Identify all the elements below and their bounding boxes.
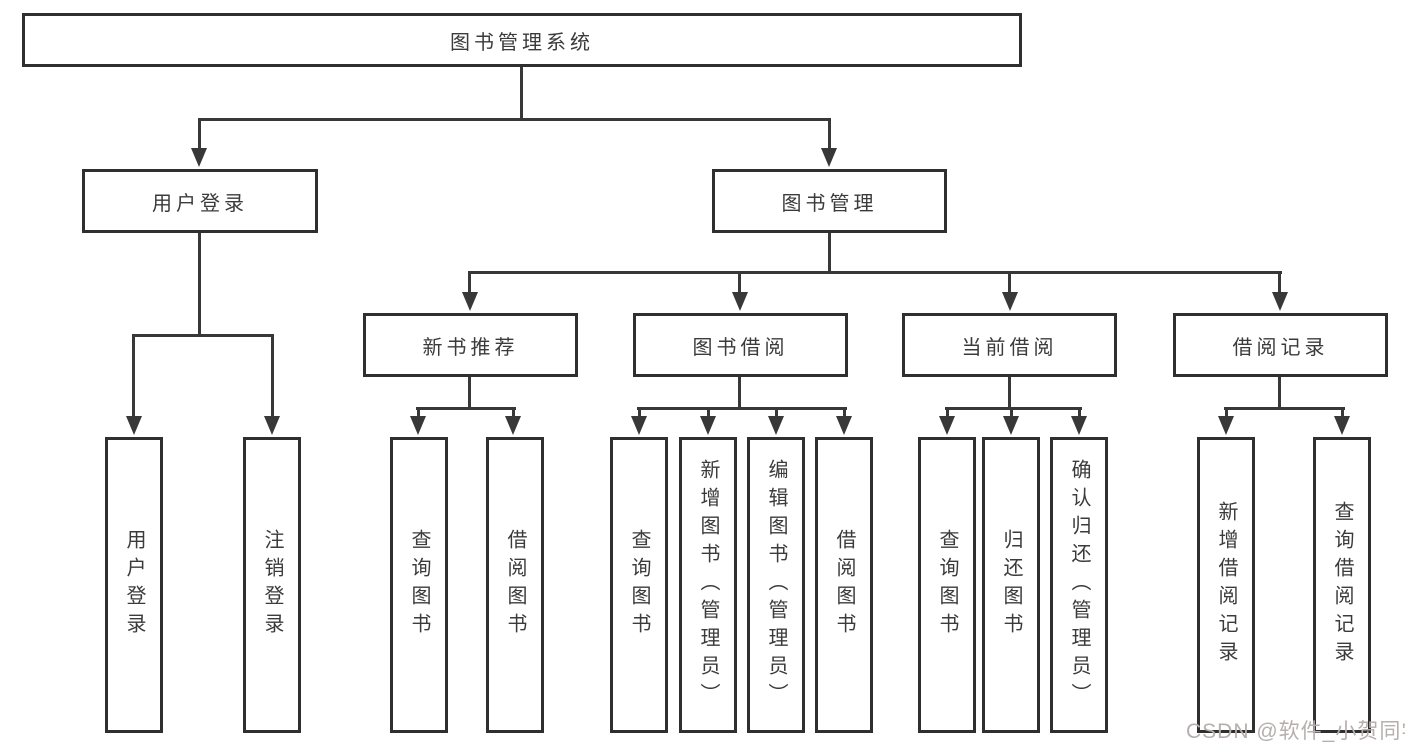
arrow-down-icon <box>1272 292 1288 311</box>
node-label: 图书借阅 <box>692 336 789 359</box>
node-label: 新书推荐 <box>422 336 519 359</box>
leaf-query-borrow-record: 查询借阅记录 <box>1313 437 1371 733</box>
connector-vline <box>1278 377 1281 410</box>
node-label: 注销登录 <box>261 529 283 641</box>
leaf-add-borrow-record: 新增借阅记录 <box>1197 437 1255 733</box>
connector-vline <box>1008 377 1011 410</box>
arrow-down-icon <box>768 416 784 435</box>
arrow-down-icon <box>410 416 426 435</box>
connector-hline <box>132 334 274 337</box>
node-new-book-recommend: 新书推荐 <box>363 313 578 377</box>
leaf-query-books-recommend: 查询图书 <box>390 437 448 733</box>
connector-vline <box>738 271 741 295</box>
node-label: 新增图书（管理员） <box>697 459 719 711</box>
connector-hline <box>637 407 847 410</box>
connector-hline <box>468 271 1282 274</box>
arrow-down-icon <box>700 416 716 435</box>
node-label: 编辑图书（管理员） <box>765 459 787 711</box>
leaf-return-books: 归还图书 <box>982 437 1040 733</box>
arrow-down-icon <box>1218 416 1234 435</box>
arrow-down-icon <box>126 416 142 435</box>
arrow-down-icon <box>191 148 207 167</box>
arrow-down-icon <box>1334 416 1350 435</box>
node-label: 图书管理 <box>781 192 878 215</box>
node-label: 归还图书 <box>1000 529 1022 641</box>
node-book-management: 图书管理 <box>712 169 947 233</box>
connector-vline <box>512 407 515 419</box>
connector-vline <box>638 407 641 419</box>
connector-hline <box>1224 407 1345 410</box>
connector-hline <box>198 118 831 121</box>
connector-vline <box>417 407 420 419</box>
arrow-down-icon <box>1002 292 1018 311</box>
node-label: 查询图书 <box>936 529 958 641</box>
node-label: 查询借阅记录 <box>1331 501 1353 669</box>
connector-vline <box>1225 407 1228 419</box>
connector-hline <box>416 407 516 410</box>
connector-vline <box>843 407 846 419</box>
connector-hline <box>945 407 1082 410</box>
connector-vline <box>198 118 201 150</box>
connector-vline <box>468 271 471 295</box>
connector-vline <box>1341 407 1344 419</box>
node-label: 图书管理系统 <box>450 31 594 54</box>
leaf-add-books-admin: 新增图书（管理员） <box>679 437 737 733</box>
connector-vline <box>946 407 949 419</box>
node-label: 当前借阅 <box>961 336 1058 359</box>
arrow-down-icon <box>462 292 478 311</box>
leaf-query-books-current: 查询图书 <box>918 437 976 733</box>
node-book-borrowing: 图书借阅 <box>633 313 848 377</box>
node-borrowing-records: 借阅记录 <box>1173 313 1388 377</box>
arrow-down-icon <box>505 416 521 435</box>
connector-vline <box>132 334 135 418</box>
leaf-edit-books-admin: 编辑图书（管理员） <box>747 437 805 733</box>
node-root-library-system: 图书管理系统 <box>22 13 1022 67</box>
node-label: 用户登录 <box>123 529 145 641</box>
node-user-login: 用户登录 <box>82 169 318 233</box>
node-label: 用户登录 <box>152 192 248 215</box>
connector-vline <box>775 407 778 419</box>
connector-vline <box>1278 271 1281 295</box>
node-label: 借阅图书 <box>833 529 855 641</box>
connector-vline <box>828 118 831 150</box>
arrow-down-icon <box>1003 416 1019 435</box>
csdn-watermark: CSDN @软件_小贺同学 <box>1186 720 1405 743</box>
connector-vline <box>828 233 831 274</box>
connector-vline <box>468 377 471 410</box>
node-label: 查询图书 <box>628 529 650 641</box>
connector-vline <box>707 407 710 419</box>
connector-vline <box>738 377 741 410</box>
leaf-borrow-books-recommend: 借阅图书 <box>486 437 544 733</box>
arrow-down-icon <box>264 416 280 435</box>
arrow-down-icon <box>939 416 955 435</box>
leaf-logout: 注销登录 <box>243 437 301 733</box>
arrow-down-icon <box>836 416 852 435</box>
node-label: 借阅图书 <box>504 529 526 641</box>
node-label: 查询图书 <box>408 529 430 641</box>
arrow-down-icon <box>732 292 748 311</box>
arrow-down-icon <box>821 148 837 167</box>
connector-vline <box>1008 271 1011 295</box>
leaf-borrow-books-borrowing: 借阅图书 <box>815 437 873 733</box>
arrow-down-icon <box>1071 416 1087 435</box>
connector-vline <box>520 67 523 119</box>
leaf-confirm-return-admin: 确认归还（管理员） <box>1050 437 1108 733</box>
connector-vline <box>198 233 201 337</box>
leaf-user-login: 用户登录 <box>105 437 163 733</box>
connector-vline <box>1010 407 1013 419</box>
node-label: 借阅记录 <box>1232 336 1329 359</box>
leaf-query-books-borrowing: 查询图书 <box>610 437 668 733</box>
arrow-down-icon <box>631 416 647 435</box>
node-label: 确认归还（管理员） <box>1068 459 1090 711</box>
node-label: 新增借阅记录 <box>1215 501 1237 669</box>
node-current-borrowing: 当前借阅 <box>902 313 1117 377</box>
connector-vline <box>271 334 274 418</box>
connector-vline <box>1078 407 1081 419</box>
